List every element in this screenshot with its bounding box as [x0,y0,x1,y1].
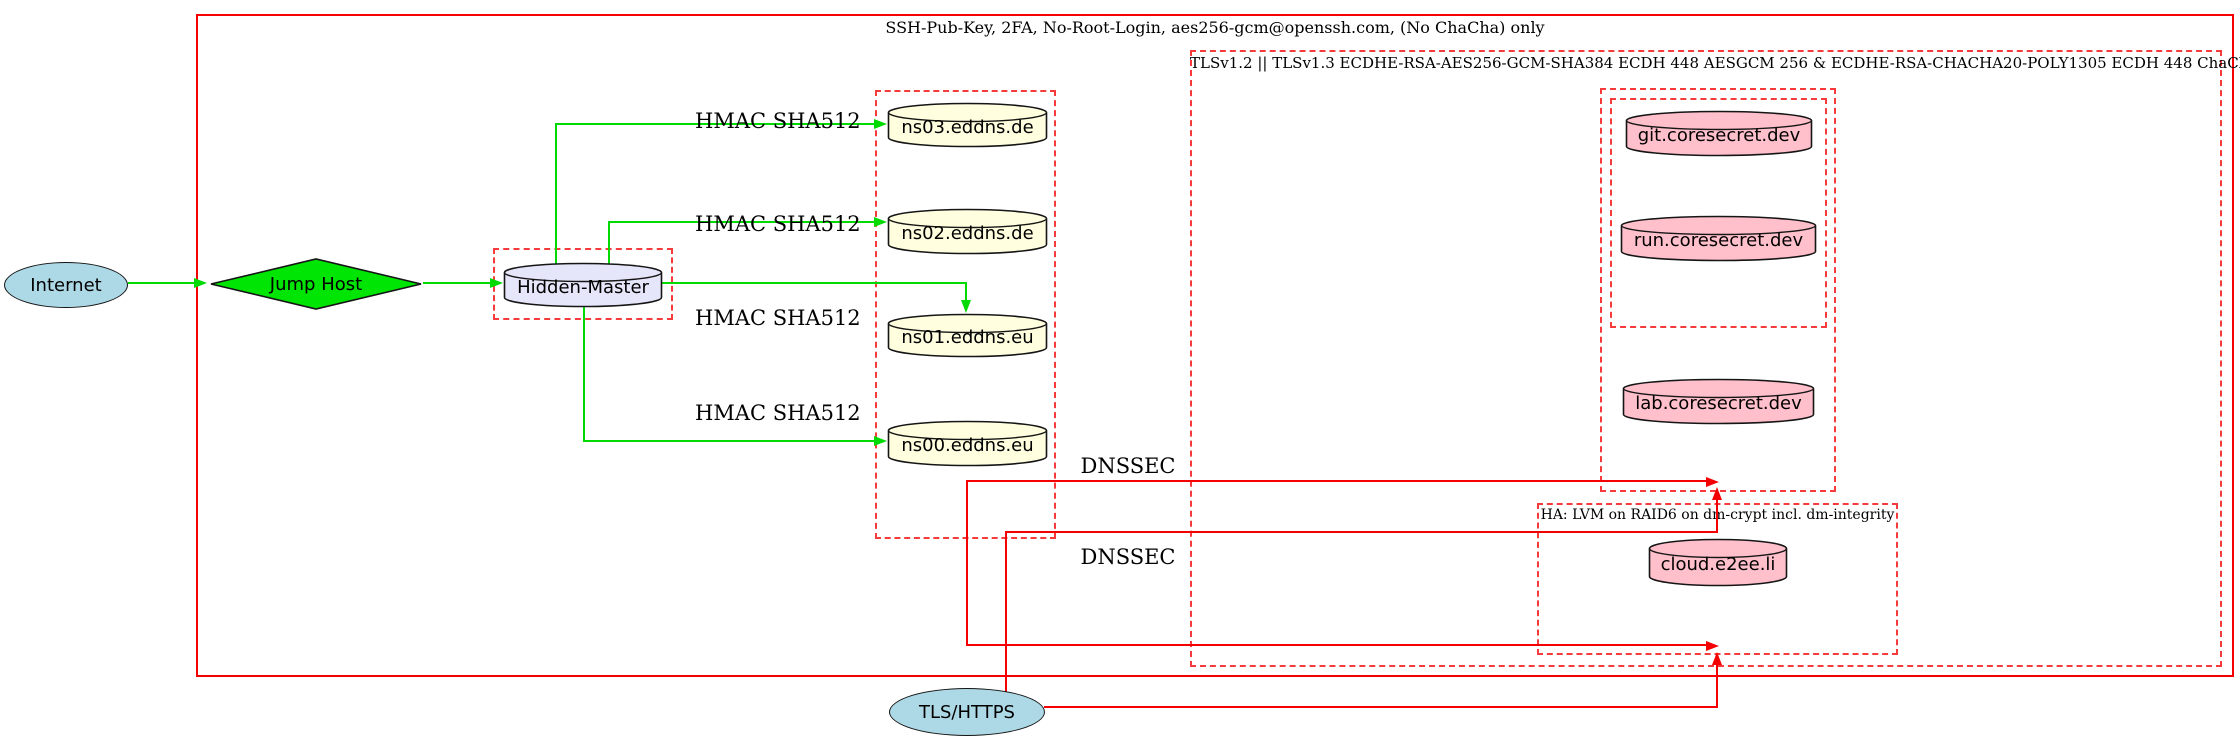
cylinder-shape [1622,378,1815,425]
arrowhead-ns03 [874,119,887,129]
arrowhead-ha-up [1712,652,1722,665]
node-run: run.coresecret.dev [1620,215,1817,262]
edge-label-dnssec-2: DNSSEC [1080,545,1176,569]
edge-label-hmac-ns01: HMAC SHA512 [695,306,861,330]
edge-label-dnssec-1: DNSSEC [1080,454,1176,478]
edge-hm-ns03-vertical [555,123,557,268]
node-lab-label: lab.coresecret.dev [1635,393,1802,414]
arrowhead-ns01 [961,300,971,313]
cluster-tls-border [1190,50,2222,667]
edge-hm-ns00-vertical [583,305,585,442]
node-cloud-label: cloud.e2ee.li [1660,554,1776,575]
node-cloud: cloud.e2ee.li [1648,538,1788,587]
edge-internet-jumphost [128,282,194,284]
cluster-ssh-border [196,14,2234,677]
node-ns01-label: ns01.eddns.eu [901,327,1034,348]
cylinder-shape [887,313,1048,358]
cylinder-shape [1648,538,1788,587]
node-jump-host-label: Jump Host [269,273,363,295]
node-jump-host: Jump Host [209,258,423,310]
node-tls-https-label: TLS/HTTPS [918,701,1015,723]
node-tls-https: TLS/HTTPS [889,688,1045,736]
edge-hm-ns01-horizontal [660,282,967,284]
cylinder-shape [503,262,663,308]
node-git: git.coresecret.dev [1625,110,1813,157]
edge-label-hmac-ns03: HMAC SHA512 [695,109,861,133]
diamond-shape [210,258,422,310]
edge-hm-ns02-vertical [608,221,610,268]
arrowhead-ns02 [874,217,887,227]
arrowhead-hiddenmaster [490,278,503,288]
node-run-label: run.coresecret.dev [1633,230,1804,251]
cylinder-shape [887,420,1048,467]
edge-tls-coresecret-horizontal [1005,531,1718,533]
node-ns00: ns00.eddns.eu [887,420,1048,467]
node-ns03-label: ns03.eddns.de [901,116,1034,138]
edge-hm-ns03-horizontal [555,123,874,125]
cylinder-shape [1620,215,1817,262]
cluster-coresecret-inner-border [1610,98,1827,328]
node-lab: lab.coresecret.dev [1622,378,1815,425]
edge-jumphost-hiddenmaster [423,282,490,284]
cluster-ssh-label: SSH-Pub-Key, 2FA, No-Root-Login, aes256-… [885,18,1545,37]
edge-hm-ns00-horizontal [583,440,874,442]
edge-dnssec1-horizontal [966,480,1706,482]
edge-dnssec2-horizontal [966,644,1706,646]
edge-dnssec-vertical [966,480,968,646]
edge-label-hmac-ns02: HMAC SHA512 [695,212,861,236]
node-ns02-label: ns02.eddns.de [901,223,1034,244]
node-ns02: ns02.eddns.de [887,208,1048,255]
arrowhead-ns00 [874,436,887,446]
edge-tls-ha-horizontal [1044,706,1718,708]
edge-tls-coresecret-rise [1005,532,1007,692]
edge-tls-ha-vertical [1716,665,1718,708]
node-ns03: ns03.eddns.de [887,102,1048,148]
arrowhead-coresecret-up [1712,487,1722,500]
edge-hm-ns02-horizontal [608,221,874,223]
node-ns00-label: ns00.eddns.eu [901,435,1034,456]
edge-label-hmac-ns00: HMAC SHA512 [695,401,861,425]
node-git-label: git.coresecret.dev [1637,125,1801,146]
cylinder-shape [1625,110,1813,157]
node-internet-label: Internet [30,274,102,296]
node-hidden-master-label: Hidden-Master [517,276,649,298]
edge-hm-ns01-vertical [965,282,967,300]
arrowhead-coresecret-right [1706,477,1719,487]
edge-tls-coresecret-vertical [1716,500,1718,533]
arrowhead-ha-right [1706,641,1719,651]
arrowhead-jumphost [194,278,207,288]
cylinder-shape [887,102,1048,148]
cluster-eddns-border [875,90,1056,539]
node-ns01: ns01.eddns.eu [887,313,1048,358]
node-hidden-master: Hidden-Master [503,262,663,308]
cylinder-shape [887,208,1048,255]
cluster-tls-label: TLSv1.2 || TLSv1.3 ECDHE-RSA-AES256-GCM-… [1190,54,2240,72]
node-internet: Internet [4,262,128,308]
